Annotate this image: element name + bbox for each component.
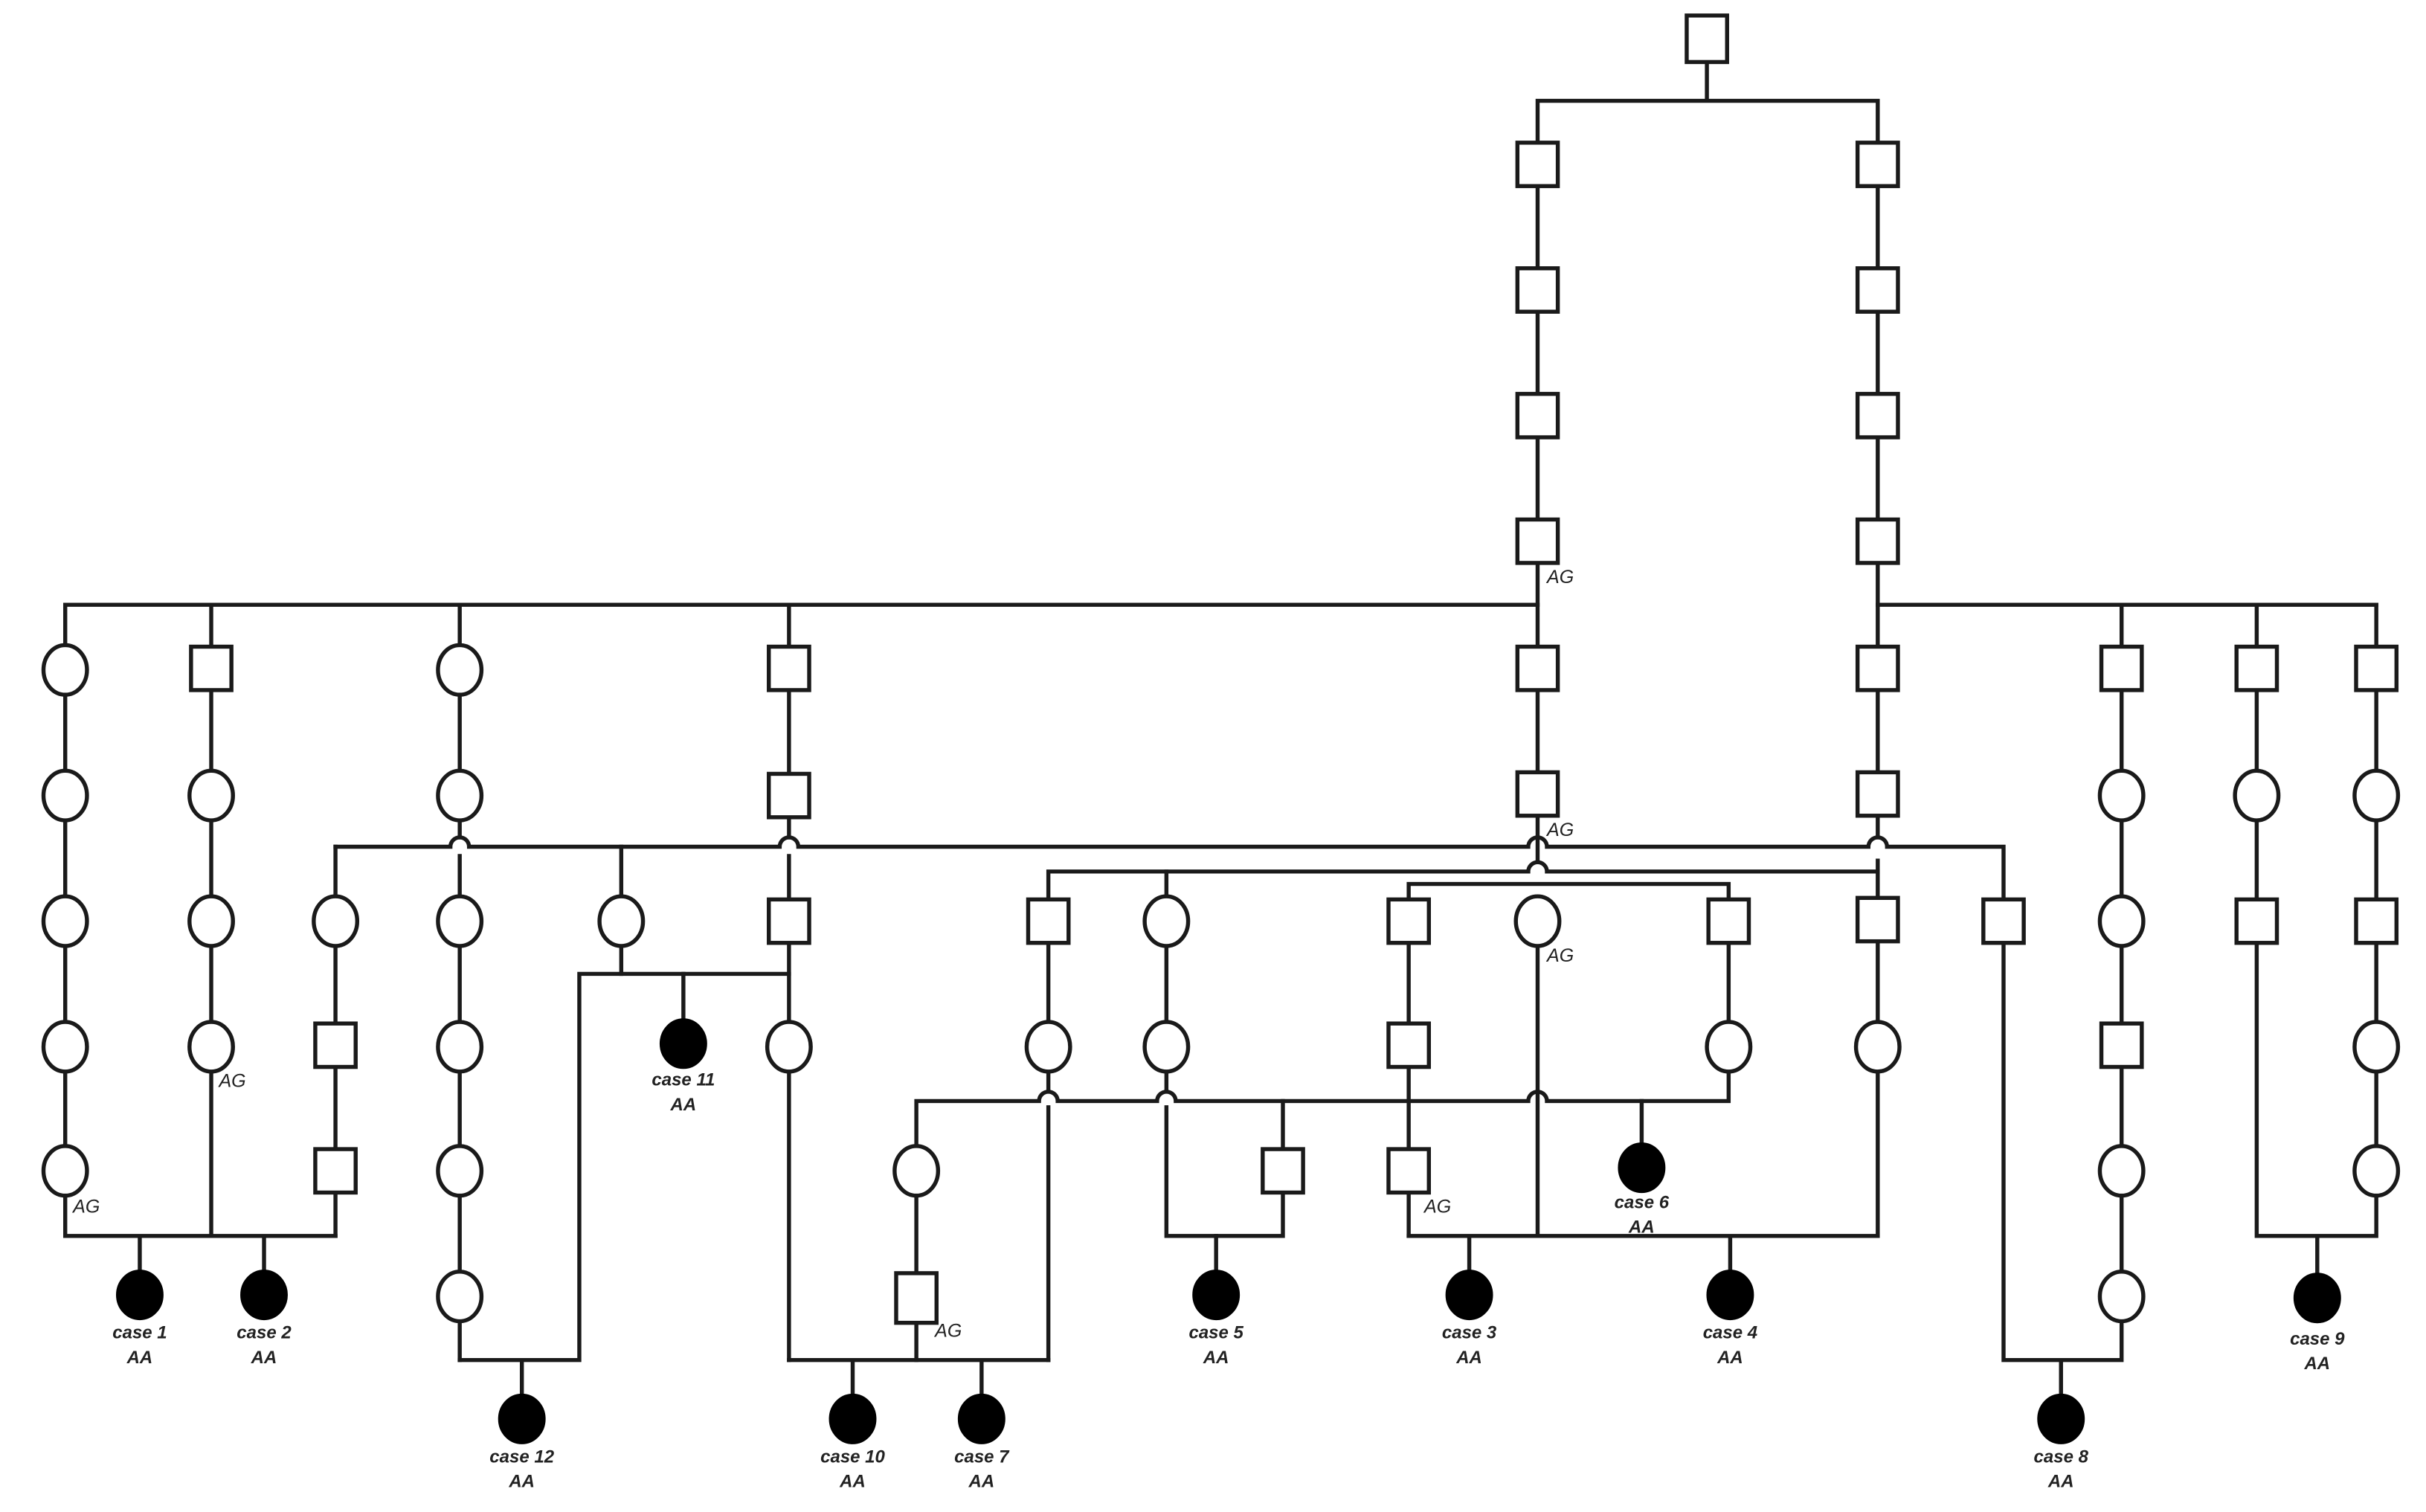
female-symbols bbox=[41, 643, 2401, 1324]
case-genotype: AA bbox=[2047, 1472, 2074, 1492]
case-label: case 4 bbox=[1703, 1322, 1757, 1342]
case-9-symbol bbox=[2293, 1273, 2341, 1324]
affected-symbols bbox=[115, 1018, 2341, 1444]
case-6-symbol bbox=[1618, 1142, 1666, 1194]
case-genotype: AA bbox=[251, 1348, 277, 1368]
case-label: case 3 bbox=[1442, 1322, 1497, 1342]
case-label: case 2 bbox=[237, 1322, 292, 1342]
case-10-symbol bbox=[828, 1393, 877, 1444]
case-5-symbol bbox=[1192, 1270, 1241, 1321]
genotype-label: AG bbox=[217, 1071, 245, 1092]
case-11-symbol bbox=[659, 1018, 707, 1069]
case-label: case 1 bbox=[112, 1322, 167, 1342]
case-genotype: AA bbox=[126, 1348, 153, 1368]
case-7-symbol bbox=[957, 1393, 1006, 1444]
case-label: case 12 bbox=[489, 1447, 554, 1467]
male-symbols bbox=[189, 13, 2399, 1325]
case-2-symbol bbox=[240, 1270, 288, 1321]
case-labels: case 1 AA case 2 AA case 3 AA case 4 AA … bbox=[112, 1070, 2345, 1492]
case-label: case 6 bbox=[1615, 1192, 1670, 1212]
genotype-label: AG bbox=[933, 1320, 962, 1341]
case-genotype: AA bbox=[670, 1095, 697, 1115]
genotype-label: AG bbox=[1545, 945, 1574, 966]
case-label: case 10 bbox=[820, 1447, 885, 1467]
genotype-label: AG bbox=[1545, 567, 1574, 588]
case-label: case 8 bbox=[2034, 1447, 2089, 1467]
pedigree-lines bbox=[62, 59, 2378, 1400]
case-genotype: AA bbox=[839, 1472, 866, 1492]
case-label: case 5 bbox=[1188, 1322, 1243, 1342]
case-3-symbol bbox=[1445, 1270, 1493, 1321]
genotype-label: AG bbox=[71, 1197, 100, 1217]
case-genotype: AA bbox=[1203, 1348, 1229, 1368]
case-label: case 11 bbox=[651, 1070, 715, 1090]
case-label: case 9 bbox=[2290, 1329, 2345, 1349]
case-genotype: AA bbox=[1716, 1348, 1743, 1368]
case-genotype: AA bbox=[2303, 1354, 2330, 1374]
case-label: case 7 bbox=[954, 1447, 1010, 1467]
case-genotype: AA bbox=[1628, 1217, 1655, 1238]
carrier-genotype-labels: AG AG AG AG AG AG AG bbox=[71, 567, 1574, 1341]
case-1-symbol bbox=[115, 1270, 164, 1321]
case-genotype: AA bbox=[968, 1472, 994, 1492]
case-genotype: AA bbox=[1455, 1348, 1482, 1368]
genotype-label: AG bbox=[1545, 820, 1574, 840]
case-8-symbol bbox=[2037, 1393, 2085, 1444]
case-12-symbol bbox=[498, 1393, 546, 1444]
genotype-label: AG bbox=[1423, 1197, 1451, 1217]
case-genotype: AA bbox=[508, 1472, 535, 1492]
case-4-symbol bbox=[1706, 1270, 1754, 1321]
